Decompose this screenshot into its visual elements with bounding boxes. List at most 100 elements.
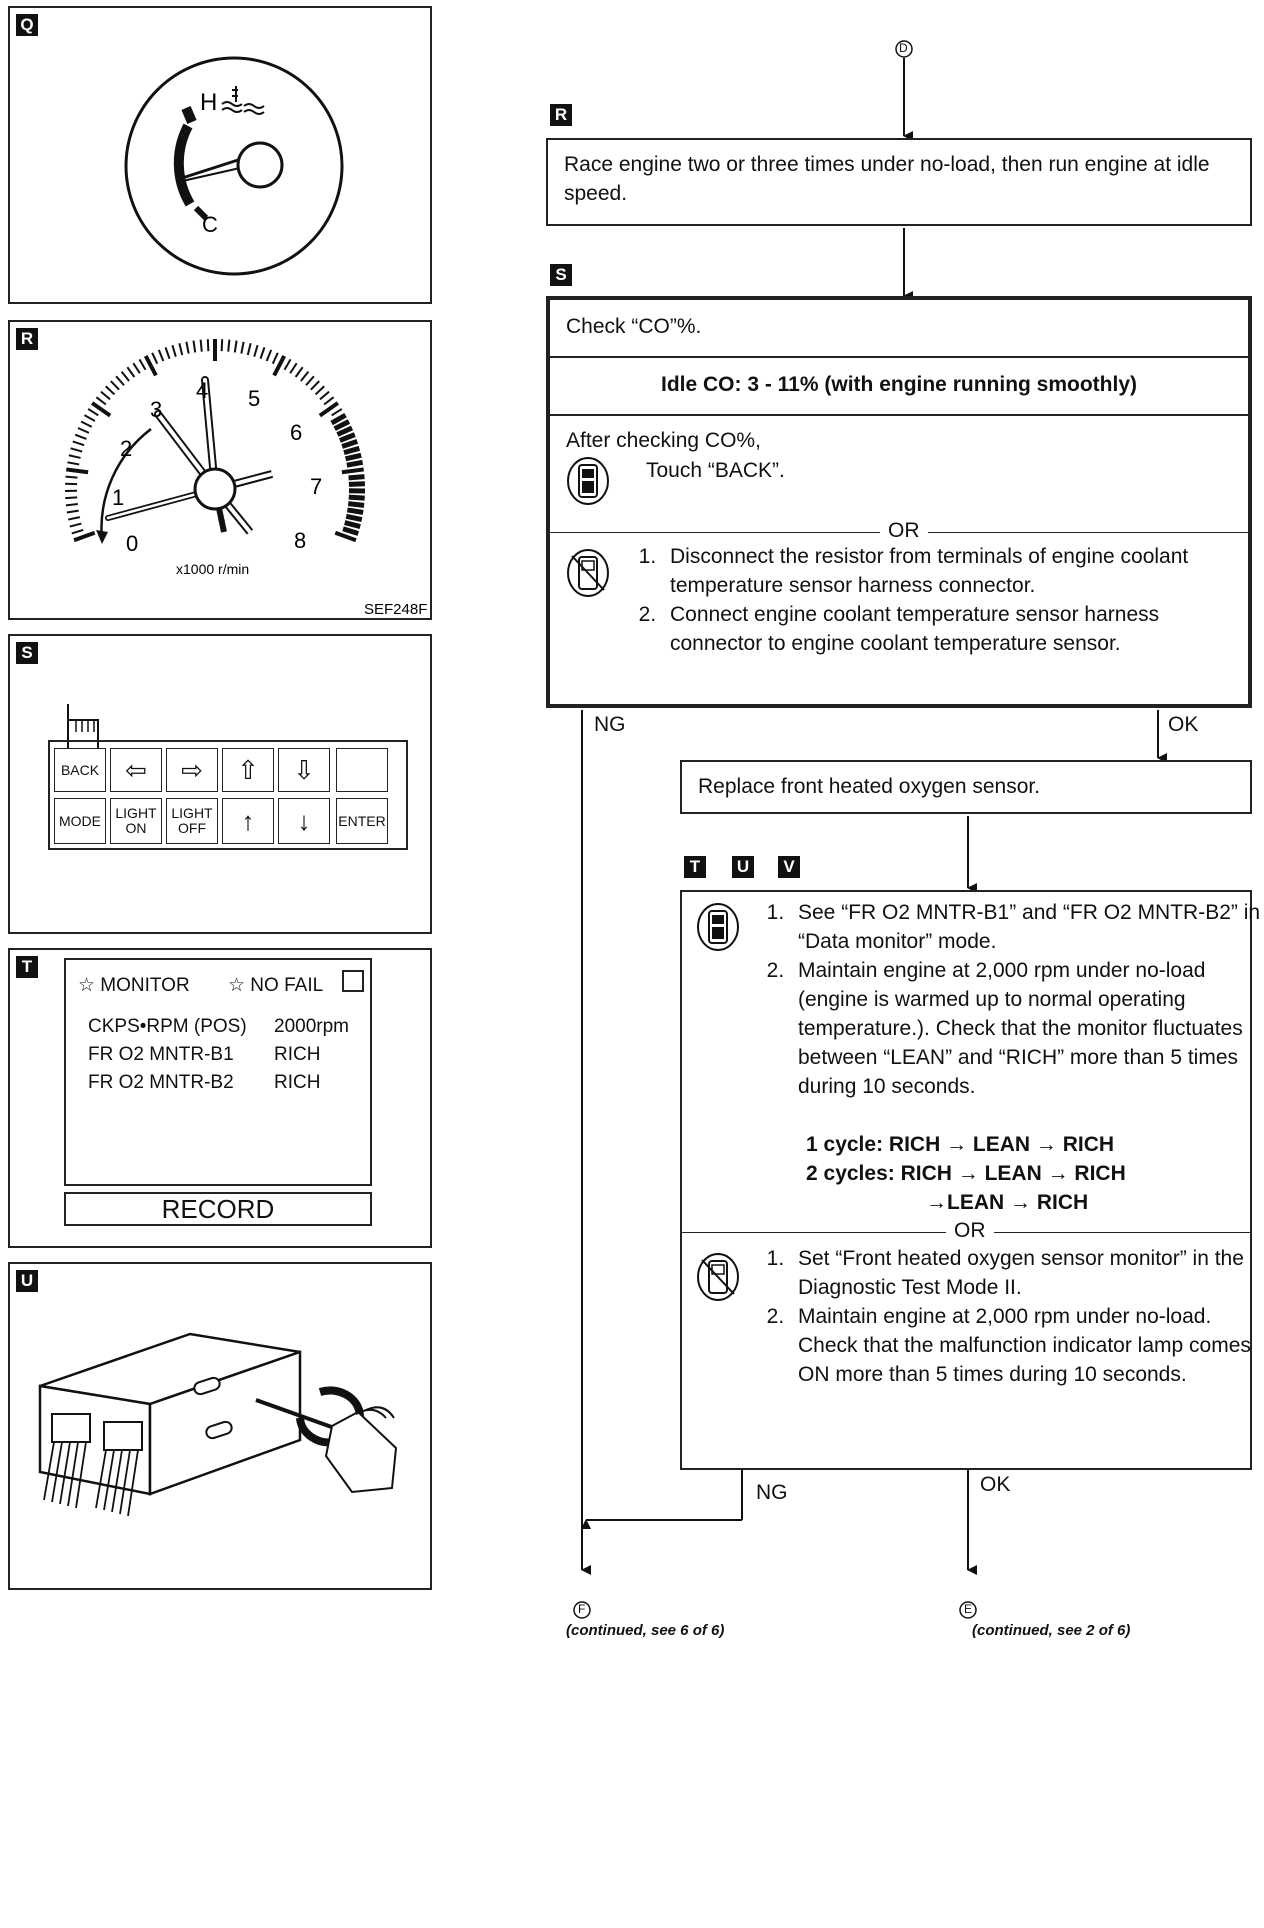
tachometer-tick (319, 390, 330, 401)
ng-label: NG (594, 713, 626, 736)
tachometer-tick (77, 427, 90, 434)
continued-f[interactable]: (continued, see 6 of 6) (566, 1622, 725, 1639)
up-arrow-key[interactable]: ⇧ (222, 748, 274, 792)
tachometer-tick (126, 366, 136, 378)
connector-e: E (964, 1602, 973, 1616)
tachometer-tick (336, 425, 354, 437)
race-engine-text: Race engine two or three times under no-… (564, 153, 1210, 205)
no-tester-icon (697, 1253, 739, 1301)
record-button[interactable]: RECORD (64, 1192, 372, 1226)
tachometer-tick (330, 412, 347, 426)
tachometer-tick (331, 408, 343, 417)
light-on-key[interactable]: LIGHT ON (110, 798, 162, 844)
monitor-step: See “FR O2 MNTR-B1” and “FR O2 MNTR-B2” … (790, 898, 1264, 956)
tachometer-tick (73, 530, 96, 543)
tachometer-unit-label: x1000 r/min (176, 561, 249, 577)
tachometer-tick (300, 370, 310, 382)
tachometer-tick (67, 516, 81, 521)
thin-up-arrow-key[interactable]: ↑ (222, 798, 274, 844)
after-checking-text: After checking CO%, (566, 429, 761, 452)
touch-back-text: Touch “BACK”. (646, 459, 785, 482)
cycle-2-cont: →LEAN → RICH (926, 1191, 1089, 1214)
tachometer-tick (192, 340, 197, 353)
tick-label-5: 5 (248, 386, 260, 411)
tachometer-tick (80, 420, 93, 428)
tachometer-tick (344, 520, 361, 529)
panel-r-tachometer: R 0 1 2 3 4 5 6 7 8 x1000 r/min SEF248F (8, 320, 432, 620)
enter-key[interactable]: ENTER (336, 798, 388, 844)
tachometer-tick (220, 339, 224, 352)
tachometer-tick (164, 347, 171, 360)
tachometer-tick (272, 355, 287, 377)
light-off-key[interactable]: LIGHT OFF (166, 798, 218, 844)
tick-label-0: 0 (126, 531, 138, 556)
panel-tag: T (16, 956, 38, 978)
figure-reference: SEF248F (364, 601, 427, 618)
connector-d: D (899, 41, 908, 55)
resistor-step: Connect engine coolant temperature senso… (662, 600, 1232, 658)
tachometer-tick (185, 341, 190, 354)
tachometer-tick (100, 390, 111, 401)
panel-u-ecm-illustration: U (8, 1262, 432, 1590)
step-tag-t: T (684, 856, 706, 878)
monitor-header: ☆ MONITOR (78, 975, 190, 996)
idle-co-spec-section: Idle CO: 3 - 11% (with engine running sm… (550, 358, 1248, 416)
monitor-value: 2000rpm (274, 1016, 349, 1037)
blank-key[interactable] (336, 748, 388, 792)
tachometer-tick (338, 432, 356, 443)
step-tag-u: U (732, 856, 754, 878)
tachometer-tick (233, 340, 238, 353)
continued-e[interactable]: (continued, see 2 of 6) (972, 1622, 1131, 1639)
mode-key[interactable]: MODE (54, 798, 106, 844)
tachometer-tick (346, 507, 364, 515)
tachometer-tick (157, 349, 165, 362)
tachometer-tick (240, 341, 245, 354)
down-arrow-key[interactable]: ⇩ (278, 748, 330, 792)
left-arrow-key[interactable]: ⇦ (110, 748, 162, 792)
tachometer-tick (348, 494, 365, 501)
tachometer-tick (333, 419, 351, 431)
tachometer-tick (323, 396, 335, 406)
thin-down-arrow-key[interactable]: ↓ (278, 798, 330, 844)
panel-tag: Q (16, 14, 38, 36)
tachometer-tick (143, 355, 158, 377)
tachometer-tick (69, 522, 82, 528)
ok-label-2: OK (980, 1473, 1011, 1496)
tick-label-2: 2 (120, 436, 132, 461)
back-key[interactable]: BACK (54, 748, 106, 792)
tachometer-tick (345, 452, 362, 462)
tick-label-8: 8 (294, 528, 306, 553)
tachometer-tick (66, 509, 79, 514)
status-checkbox[interactable] (342, 970, 364, 992)
step-tag-s: S (550, 264, 572, 286)
tachometer-tick (151, 352, 159, 365)
diagnostic-steps: Set “Front heated oxygen sensor monitor”… (756, 1244, 1264, 1389)
monitor-row: CKPS•RPM (POS) (88, 1016, 247, 1037)
tick-label-6: 6 (290, 420, 302, 445)
cycle-2: 2 cycles: RICH → LEAN → RICH (806, 1162, 1126, 1185)
panel-t-monitor-screen: T ☆ MONITOR ☆ NO FAIL CKPS•RPM (POS) 200… (8, 948, 432, 1248)
monitor-value: RICH (274, 1044, 321, 1065)
o2-monitor-box: See “FR O2 MNTR-B1” and “FR O2 MNTR-B2” … (680, 890, 1260, 1470)
tachometer-tick (305, 375, 315, 386)
replace-sensor-box: Replace front heated oxygen sensor. (680, 760, 1252, 814)
tachometer-tick (259, 347, 266, 360)
tachometer-tick (343, 445, 361, 456)
step-tag-v: V (778, 856, 800, 878)
tachometer-tick (206, 339, 210, 352)
tick-label-4: 4 (196, 378, 208, 403)
diagnostic-step: Maintain engine at 2,000 rpm under no-lo… (790, 1302, 1264, 1389)
tachometer-tick (246, 343, 252, 356)
monitor-row: FR O2 MNTR-B2 (88, 1072, 234, 1093)
resistor-steps: Disconnect the resistor from terminals o… (628, 542, 1232, 658)
tachometer-tick (199, 339, 203, 352)
monitor-row: FR O2 MNTR-B1 (88, 1044, 234, 1065)
panel-q-temperature-gauge: Q H C (8, 6, 432, 304)
tachometer-tick (342, 526, 359, 536)
temperature-gauge-icon: H C (124, 56, 344, 276)
ng-label-2: NG (756, 1481, 788, 1504)
tachometer-tick (105, 385, 116, 396)
tick-label-7: 7 (310, 474, 322, 499)
right-arrow-key[interactable]: ⇨ (166, 748, 218, 792)
